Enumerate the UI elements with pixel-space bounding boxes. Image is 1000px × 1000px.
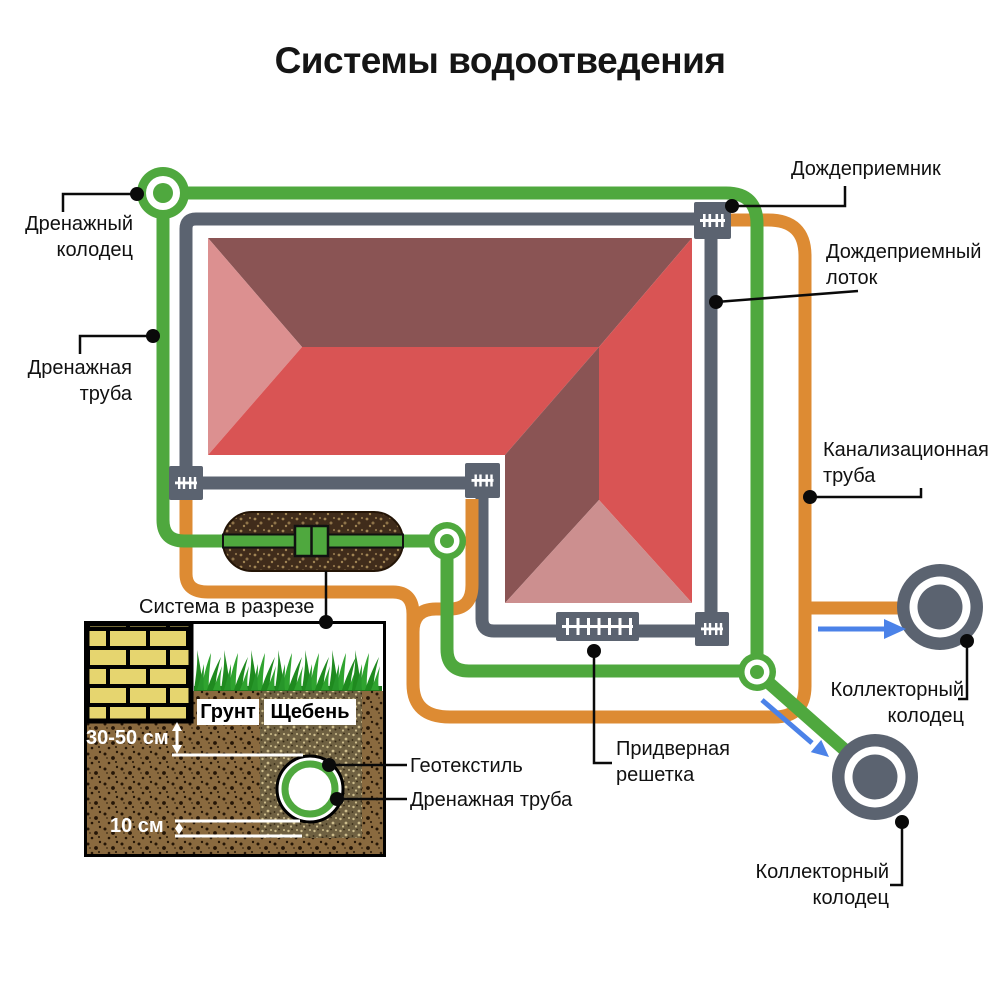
- label-collector-well-lower: Коллекторный колодец: [755, 859, 889, 911]
- drain-top-line: [163, 186, 764, 655]
- channel-grate-icon: [465, 463, 500, 498]
- leader-line: [78, 334, 153, 354]
- leader-dot: [330, 792, 344, 806]
- brick-wall: [84, 621, 194, 724]
- label-drainage-pipe: Дренажная труба: [28, 355, 132, 407]
- depth-arrowhead: [172, 745, 182, 754]
- label-door-grate: Придверная решетка: [616, 736, 730, 788]
- pipe-junction-icon: [428, 522, 466, 560]
- leader-dot: [319, 615, 333, 629]
- roof-panel-front: [208, 347, 599, 455]
- roof-panel-top: [208, 238, 692, 347]
- label-depth-measure: 30-50 см: [86, 727, 169, 749]
- pipe-junction-icon: [738, 653, 776, 691]
- leader-dot: [587, 644, 601, 658]
- leader-dot: [322, 758, 336, 772]
- label-line: Дренажная: [27, 357, 132, 379]
- leader-dot: [960, 634, 974, 648]
- leader-line: [958, 641, 969, 701]
- leader-line: [890, 822, 904, 887]
- roof-panel-right: [599, 238, 692, 603]
- collector-well-upper-icon: [897, 564, 983, 650]
- leader-dot: [709, 295, 723, 309]
- channel-segment: [179, 212, 694, 466]
- channel-grate-icon: [169, 466, 203, 500]
- leader-line: [732, 186, 847, 208]
- house-roof: [208, 238, 692, 603]
- label-line: решетка: [616, 764, 695, 786]
- channel-segment: [475, 498, 557, 638]
- label-cross-section-title: Система в разрезе: [139, 596, 315, 618]
- page-title: Системы водоотведения: [274, 40, 726, 81]
- label-drainage-well: Дренажный колодец: [25, 211, 133, 263]
- bedding-arrowhead: [175, 822, 183, 829]
- buried-drain-pipe-icon: [275, 754, 345, 824]
- flow-arrow-right-icon: [818, 619, 906, 639]
- drainage-pipe: [156, 186, 879, 781]
- label-rain-tray: Дождеприемный лоток: [826, 239, 981, 291]
- flow-arrow-diagonal-icon: [760, 698, 829, 757]
- bedding-arrowhead: [175, 828, 183, 835]
- label-sewer-pipe: Канализационная труба: [823, 437, 989, 489]
- door-grate-icon: [556, 612, 639, 641]
- label-line: Коллекторный: [755, 861, 889, 883]
- leader-line: [810, 488, 923, 499]
- leader-dot: [130, 187, 144, 201]
- grass: [194, 650, 382, 691]
- label-rain-inlet: Дождеприемник: [791, 156, 941, 182]
- leader-dots: [130, 187, 974, 829]
- label-line: Дренажный: [25, 213, 133, 235]
- label-line: колодец: [812, 887, 889, 909]
- label-line: труба: [823, 465, 876, 487]
- label-bedding-measure: 10 см: [110, 815, 164, 837]
- depth-arrowhead: [172, 722, 182, 731]
- label-line: колодец: [887, 705, 964, 727]
- label-line: Канализационная: [823, 439, 989, 461]
- leader-dot: [803, 490, 817, 504]
- leader-dot: [146, 329, 160, 343]
- label-line: Дождеприемный: [826, 241, 982, 263]
- leader-line: [715, 289, 859, 304]
- depth-measure: [172, 729, 303, 757]
- roof-panel-ext-left: [505, 347, 599, 603]
- rain-inlet-grate-icon: [694, 202, 731, 239]
- label-geotextile: Геотекстиль: [410, 755, 523, 777]
- drainage-well-icon: [137, 167, 189, 219]
- label-line: Коллекторный: [830, 679, 964, 701]
- channel-grate-icon: [695, 612, 729, 646]
- label-line: колодец: [56, 239, 133, 261]
- label-gravel: Щебень: [264, 699, 356, 725]
- roof-panel-left-hip: [208, 238, 302, 455]
- leader-lines: [61, 186, 969, 887]
- leader-line: [61, 192, 137, 212]
- drain-left-line: [156, 193, 447, 548]
- sewer-left-line: [179, 499, 420, 615]
- leader-line: [592, 651, 612, 765]
- label-line: лоток: [826, 267, 878, 289]
- leader-dot: [725, 199, 739, 213]
- collector-well-lower-icon: [832, 734, 918, 820]
- roof-panel-ext-hip: [505, 500, 692, 603]
- bedding-measure: [175, 819, 302, 838]
- label-soil: Грунт: [197, 699, 259, 725]
- label-line: труба: [79, 383, 132, 405]
- label-buried-drain-pipe: Дренажная труба: [410, 789, 573, 811]
- label-line: Дождеприемник: [791, 158, 941, 180]
- label-line: Придверная: [616, 738, 730, 760]
- label-collector-well-upper: Коллекторный колодец: [830, 677, 964, 729]
- drain-bottom-line: [440, 541, 757, 678]
- leader-dot: [895, 815, 909, 829]
- pipe-coupling: [293, 524, 330, 558]
